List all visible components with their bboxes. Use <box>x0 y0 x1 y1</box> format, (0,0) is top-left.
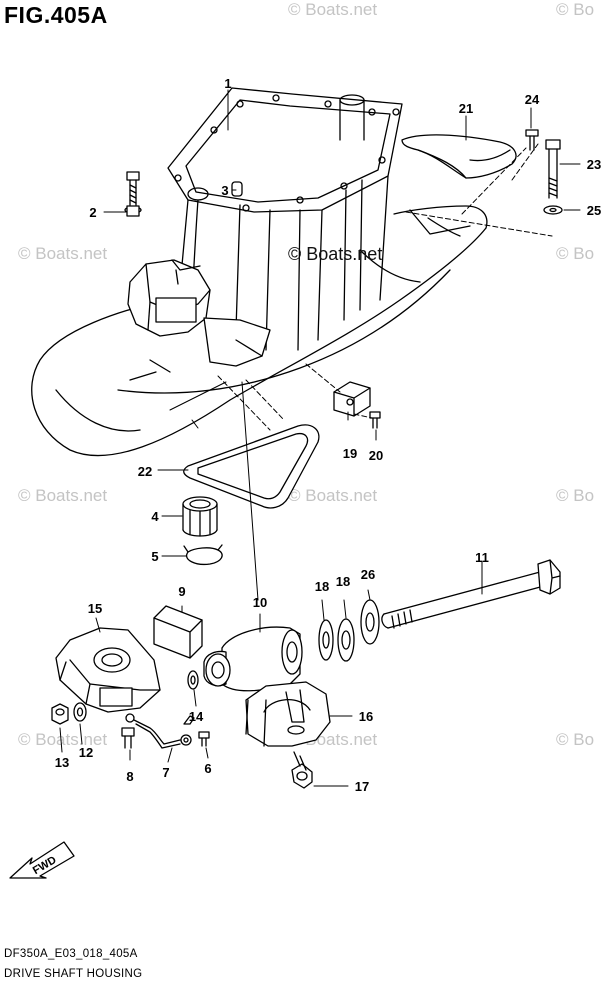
callout-1: 1 <box>224 76 232 91</box>
callout-11: 11 <box>475 550 489 565</box>
bushing-part-4 <box>182 496 218 537</box>
watermark-center: © Boats.net <box>288 244 383 264</box>
bolt-part-24 <box>525 129 539 151</box>
callout-18a: 18 <box>314 579 330 594</box>
callout-6: 6 <box>204 761 212 776</box>
callout-24: 24 <box>524 92 540 107</box>
nut-part-13 <box>51 703 69 725</box>
dowel-pin-part-3 <box>231 181 243 197</box>
watermark: © Boats.net <box>18 244 108 263</box>
long-bolt-part-11 <box>381 559 561 629</box>
watermark: © Boats.net <box>288 0 378 19</box>
callout-19: 19 <box>342 446 358 461</box>
watermark: © Boats.net <box>288 486 378 505</box>
bolt-part-23 <box>545 139 561 199</box>
figure-code: DF350A_E03_018_405A <box>4 948 138 960</box>
callout-12: 12 <box>78 745 94 760</box>
clip-part-5 <box>183 544 223 566</box>
washer-part-26 <box>360 599 380 645</box>
washer-part-18 <box>318 619 334 661</box>
watermark-partial: © Bo <box>556 244 595 263</box>
callout-9: 9 <box>178 584 186 599</box>
ground-wire-part-7 <box>125 713 195 749</box>
callout-4: 4 <box>151 509 159 524</box>
callout-20: 20 <box>368 448 384 463</box>
watermark: © Boats.net <box>18 730 108 749</box>
callout-22: 22 <box>137 464 153 479</box>
watermark: © Boats.net <box>18 486 108 505</box>
washer-part-25 <box>543 205 563 215</box>
bolt-part-8 <box>121 727 135 749</box>
mount-rubber-part-10 <box>203 626 303 692</box>
figure-caption: DRIVE SHAFT HOUSING <box>4 968 143 980</box>
callout-21: 21 <box>458 101 474 116</box>
seal-part-22 <box>183 424 320 509</box>
callout-8: 8 <box>126 769 134 784</box>
figure-title: FIG.405A <box>4 2 108 28</box>
watermark-partial: © Bo <box>556 0 595 19</box>
callout-17: 17 <box>354 779 370 794</box>
screw-part-6 <box>198 731 210 747</box>
washer-part-12 <box>73 702 87 722</box>
screw-part-20 <box>369 411 381 429</box>
callout-18b: 18 <box>335 574 351 589</box>
callout-14: 14 <box>188 709 204 724</box>
assembly-dashed-lines <box>217 143 553 431</box>
assembly-lines <box>169 381 259 601</box>
bolt-part-2 <box>124 171 142 217</box>
rubber-pad-part-9 <box>153 605 203 659</box>
mount-bracket-part-15 <box>55 627 161 713</box>
clamp-part-16 <box>245 681 331 747</box>
watermark-partial: © Bo <box>556 730 595 749</box>
callout-2: 2 <box>89 205 97 220</box>
washer-part-14 <box>187 670 199 690</box>
block-part-19 <box>333 381 371 417</box>
fwd-arrow-icon: FWD <box>9 841 75 879</box>
callout-23: 23 <box>586 157 602 172</box>
watermark-partial: © Bo <box>556 486 595 505</box>
rubber-cover-part-21 <box>401 134 517 179</box>
washer-part-18 <box>337 618 355 662</box>
callout-26: 26 <box>360 567 376 582</box>
callout-16: 16 <box>358 709 374 724</box>
leader-lines <box>59 89 581 787</box>
callout-3: 3 <box>221 183 229 198</box>
callout-15: 15 <box>87 601 103 616</box>
callout-5: 5 <box>151 549 159 564</box>
callout-7: 7 <box>162 765 170 780</box>
bolt-part-17 <box>291 751 313 789</box>
callout-10: 10 <box>252 595 268 610</box>
drive-shaft-housing-part <box>31 87 488 457</box>
callout-25: 25 <box>586 203 602 218</box>
callout-13: 13 <box>54 755 70 770</box>
